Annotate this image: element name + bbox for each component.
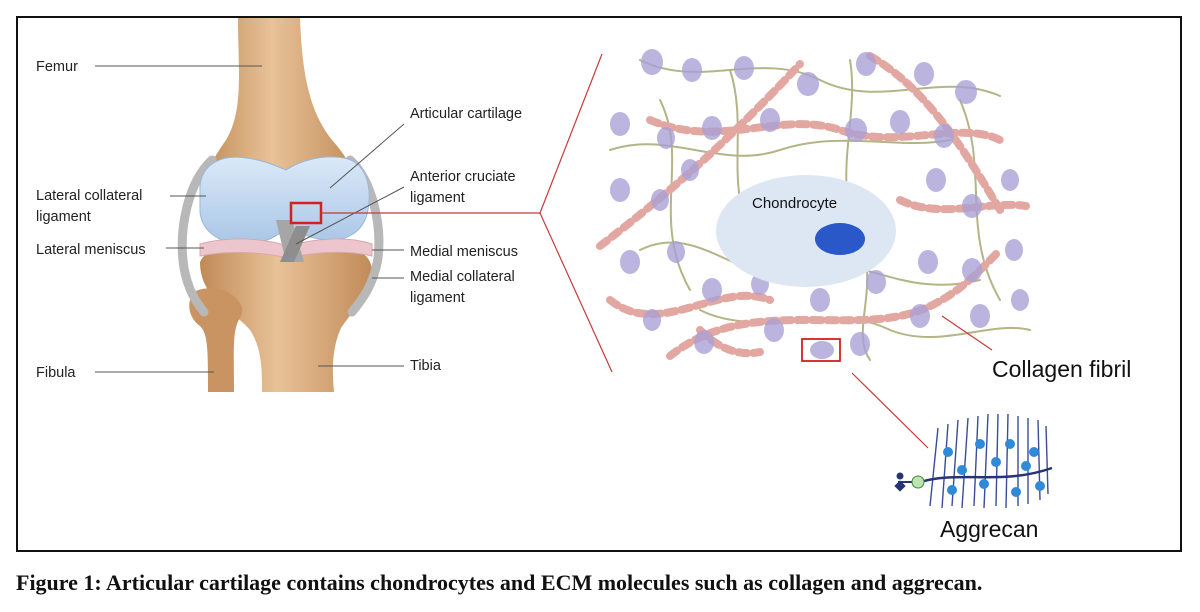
aggrecan-clusters (610, 49, 1029, 359)
aggrecan-leader-line (851, 372, 929, 449)
chondrocyte-nucleus (815, 223, 865, 255)
label-acl-line2: ligament (410, 190, 465, 206)
ecm-matrix: Chondrocyte Collagen fibril (596, 49, 1131, 449)
label-lateral-collateral-line1: Lateral collateral (36, 188, 142, 204)
figure-caption: Figure 1: Articular cartilage contains c… (16, 570, 983, 595)
zoom-lines (321, 53, 613, 373)
collagen-leader-line (941, 315, 993, 351)
chondrocyte-cell (716, 175, 896, 287)
label-acl-line1: Anterior cruciate (410, 169, 516, 185)
label-tibia: Tibia (410, 358, 442, 374)
label-fibula: Fibula (36, 365, 76, 381)
label-medial-collateral-line2: ligament (410, 290, 465, 306)
label-medial-meniscus: Medial meniscus (410, 244, 518, 260)
label-lateral-collateral-line2: ligament (36, 209, 91, 225)
tibia-bone (200, 247, 372, 392)
figure-diagram: Femur Lateral collateral ligament Latera… (36, 18, 1131, 542)
label-aggrecan: Aggrecan (940, 516, 1038, 542)
aggrecan-core-protein (919, 466, 1053, 484)
label-femur: Femur (36, 59, 78, 75)
knee-leader-lines (95, 65, 405, 373)
aggrecan-molecule: Aggrecan (894, 413, 1053, 542)
label-chondrocyte: Chondrocyte (752, 195, 837, 212)
label-medial-collateral-line1: Medial collateral (410, 269, 515, 285)
knee-labels: Femur Lateral collateral ligament Latera… (36, 59, 522, 381)
label-articular-cartilage: Articular cartilage (410, 106, 522, 122)
knee-illustration (177, 18, 384, 392)
label-lateral-meniscus: Lateral meniscus (36, 242, 146, 258)
aggrecan-gag-chains (929, 413, 1049, 509)
lateral-collateral-ligament (177, 155, 217, 317)
aggrecan-link-protein (894, 480, 906, 492)
aggrecan-g-domains (943, 439, 1045, 497)
aggrecan-g1-domain (911, 475, 925, 489)
matrix-highlight-box (801, 338, 841, 362)
cruciate-ligament-2 (280, 226, 310, 262)
aggrecan-hyaluronan-node (896, 472, 904, 480)
label-collagen-fibril: Collagen fibril (992, 356, 1131, 382)
